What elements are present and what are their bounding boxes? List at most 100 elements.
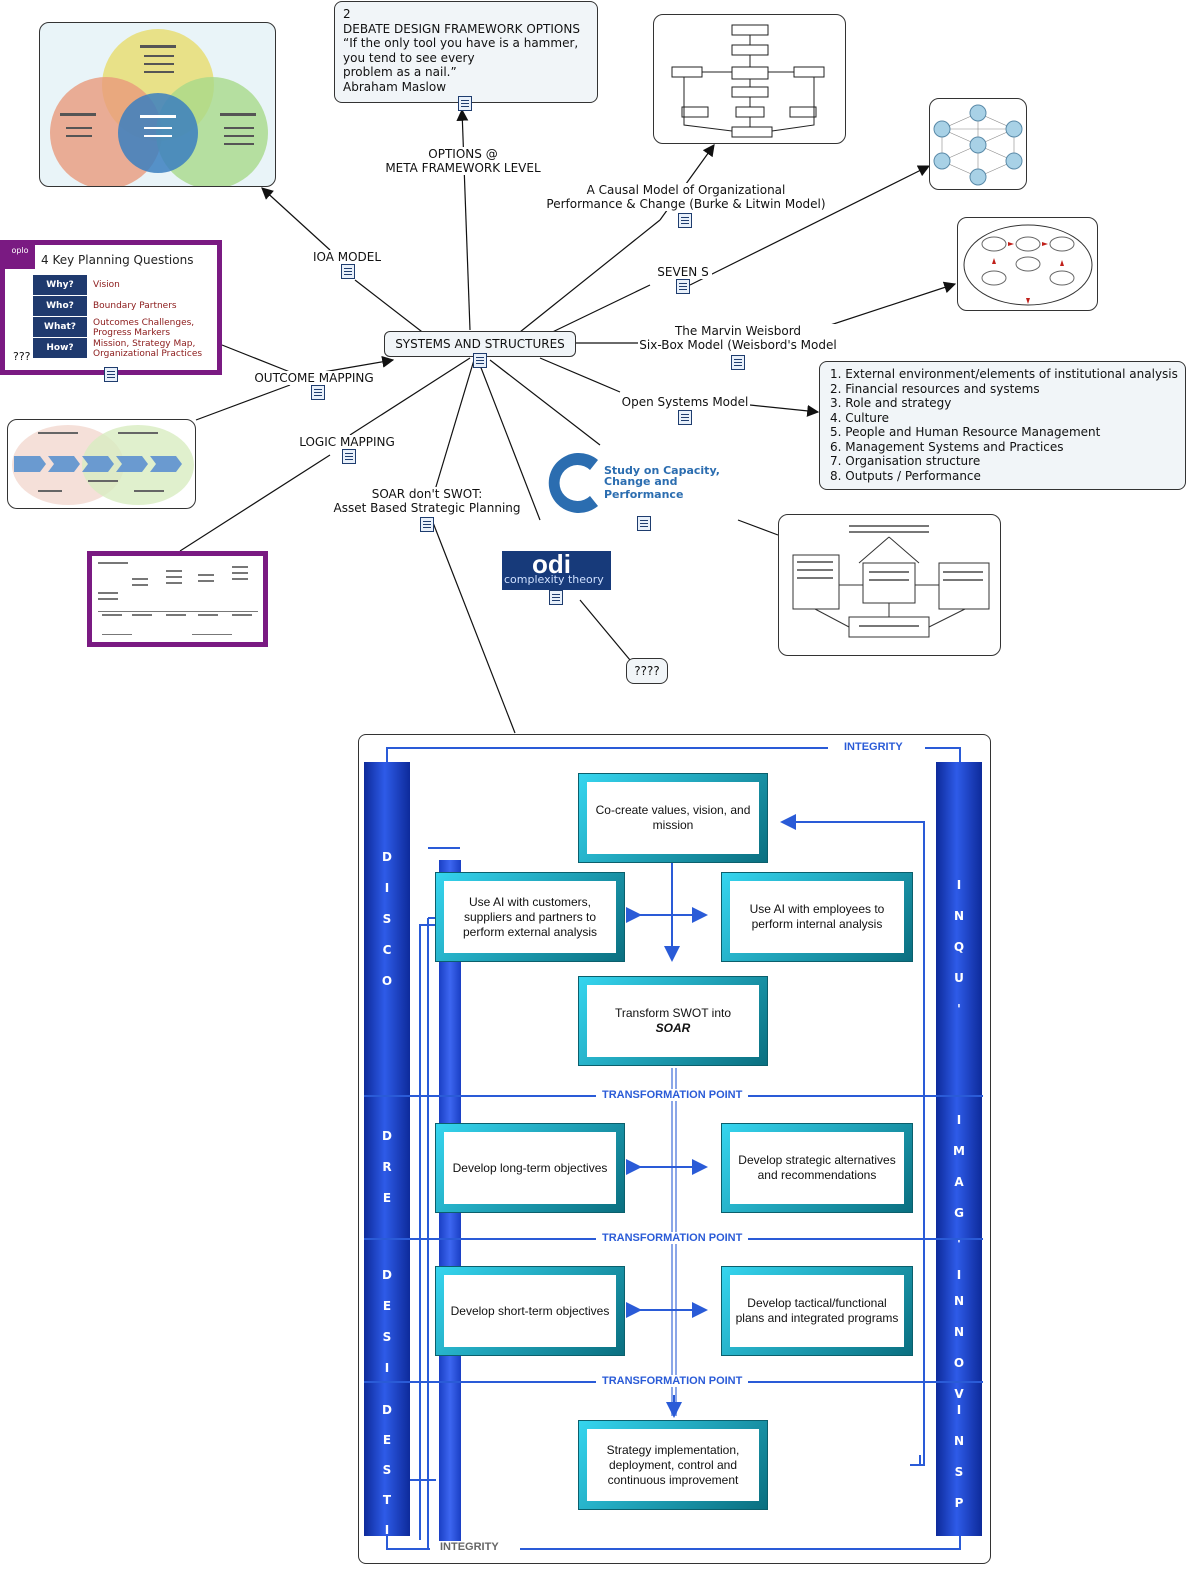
internal-analysis-box[interactable]: Use AI with employees to perform interna… xyxy=(721,872,913,962)
odi-name: odi xyxy=(532,549,571,579)
oplo-tag: oplo xyxy=(5,245,35,269)
list-item: 3. Role and strategy xyxy=(830,396,952,410)
integrity-bottom-label: INTEGRITY xyxy=(434,1541,505,1553)
weisbord-line-2: Six-Box Model (Weisbord's Model xyxy=(639,338,837,352)
document-icon[interactable] xyxy=(342,449,356,464)
soar-line-1: SOAR don't SWOT: xyxy=(371,487,483,501)
box-text: Develop strategic alternatives and recom… xyxy=(730,1132,904,1204)
document-icon[interactable] xyxy=(341,264,355,279)
list-item: 6. Management Systems and Practices xyxy=(830,439,1064,454)
transformation-point-label: TRANSFORMATION POINT xyxy=(596,1375,749,1387)
planning-title: 4 Key Planning Questions xyxy=(41,253,194,267)
integrity-top-label: INTEGRITY xyxy=(838,741,909,753)
seven-s-model-image[interactable] xyxy=(929,98,1027,190)
logic-mapping-label[interactable]: LOGIC MAPPING xyxy=(296,435,398,449)
planning-key: What? xyxy=(33,317,87,337)
long-term-objectives-box[interactable]: Develop long-term objectives xyxy=(435,1123,625,1213)
debate-framework-quote-node[interactable]: 2 DEBATE DESIGN FRAMEWORK OPTIONS “If th… xyxy=(334,1,598,103)
co-create-values-box[interactable]: Co-create values, vision, and mission xyxy=(578,773,768,863)
external-analysis-box[interactable]: Use AI with customers, suppliers and par… xyxy=(435,872,625,962)
document-icon[interactable] xyxy=(458,96,472,111)
strategy-implementation-box[interactable]: Strategy implementation, deployment, con… xyxy=(578,1420,768,1510)
weisbord-line-1: The Marvin Weisbord xyxy=(674,324,802,338)
strategic-alternatives-box[interactable]: Develop strategic alternatives and recom… xyxy=(721,1123,913,1213)
box-text: Use AI with customers, suppliers and par… xyxy=(444,881,616,953)
outcome-mapping-label[interactable]: OUTCOME MAPPING xyxy=(252,371,376,385)
logic-mapping-image[interactable] xyxy=(87,551,268,647)
capacity-change-diagram-image[interactable] xyxy=(778,514,1001,656)
ioa-model-label[interactable]: IOA MODEL xyxy=(310,250,384,264)
quote-line-1: “If the only tool you have is a hammer, xyxy=(343,36,579,50)
transformation-point-label: TRANSFORMATION POINT xyxy=(596,1232,749,1244)
list-item: 4. Culture xyxy=(830,410,889,425)
burke-litwin-model-image[interactable] xyxy=(653,14,846,144)
cycle-diagram-icon xyxy=(792,525,990,638)
causal-line-1: A Causal Model of Organizational xyxy=(586,183,786,197)
ecdpm-line-1: Study on Capacity, xyxy=(604,464,720,477)
tactical-plans-box[interactable]: Develop tactical/functional plans and in… xyxy=(721,1266,913,1356)
document-icon[interactable] xyxy=(473,353,487,368)
process-chevron-icon xyxy=(12,425,194,505)
document-icon[interactable] xyxy=(637,516,651,531)
quote-line-3: problem as a nail.” xyxy=(343,65,457,79)
seven-s-label[interactable]: SEVEN S xyxy=(654,265,712,279)
unknown-question-node[interactable]: ???? xyxy=(626,658,668,684)
logic-table-icon xyxy=(98,562,258,635)
causal-model-label[interactable]: A Causal Model of Organizational Perform… xyxy=(546,183,826,211)
planning-value: Vision xyxy=(93,280,120,290)
weisbord-label[interactable]: The Marvin Weisbord Six-Box Model (Weisb… xyxy=(638,324,838,352)
inquiry-pillar xyxy=(936,762,982,1536)
weisbord-model-image[interactable] xyxy=(957,217,1098,311)
document-icon[interactable] xyxy=(731,355,745,370)
quote-line-2: you tend to see every xyxy=(343,50,475,65)
document-icon[interactable] xyxy=(420,517,434,532)
outcome-mapping-image[interactable] xyxy=(7,419,196,509)
box-text: Strategy implementation, deployment, con… xyxy=(587,1429,759,1501)
short-term-objectives-box[interactable]: Develop short-term objectives xyxy=(435,1266,625,1356)
options-line-2: META FRAMEWORK LEVEL xyxy=(385,161,541,175)
swot-text: Transform SWOT into xyxy=(614,1006,732,1020)
box-text: Use AI with employees to perform interna… xyxy=(730,881,904,953)
box-text: Develop long-term objectives xyxy=(444,1132,616,1204)
venn-diagram-icon xyxy=(50,29,268,186)
ioa-model-image[interactable] xyxy=(39,22,276,187)
soar-label[interactable]: SOAR don't SWOT: Asset Based Strategic P… xyxy=(332,487,522,515)
planning-key: Why? xyxy=(33,275,87,295)
document-icon[interactable] xyxy=(311,385,325,400)
box-text: Co-create values, vision, and mission xyxy=(587,782,759,854)
odi-logo[interactable]: odi complexity theory xyxy=(502,549,611,590)
document-icon[interactable] xyxy=(549,590,563,605)
planning-value: Boundary Partners xyxy=(93,301,177,311)
list-item: 5. People and Human Resource Management xyxy=(830,425,1101,439)
odi-subtitle: complexity theory xyxy=(504,573,604,586)
document-icon[interactable] xyxy=(678,410,692,425)
planning-value: Mission, Strategy Map, Organizational Pr… xyxy=(93,339,203,359)
quote-title: DEBATE DESIGN FRAMEWORK OPTIONS xyxy=(343,21,580,36)
document-icon[interactable] xyxy=(104,367,118,382)
planning-key: How? xyxy=(33,338,87,358)
open-systems-list-node[interactable]: 1. External environment/elements of inst… xyxy=(819,361,1186,490)
ecdpm-c-logo-icon xyxy=(548,453,598,513)
six-box-icon xyxy=(963,224,1093,306)
quote-number: 2 xyxy=(343,7,351,21)
box-text: Develop short-term objectives xyxy=(444,1275,616,1347)
document-icon[interactable] xyxy=(678,213,692,228)
network-icon xyxy=(933,104,1023,186)
ecdpm-logo[interactable]: Study on Capacity, Change and Performanc… xyxy=(540,450,750,515)
options-label[interactable]: OPTIONS @ META FRAMEWORK LEVEL xyxy=(384,147,542,175)
document-icon[interactable] xyxy=(676,279,690,294)
open-systems-label[interactable]: Open Systems Model xyxy=(620,395,750,409)
soar-line-2: Asset Based Strategic Planning xyxy=(333,501,521,515)
list-item: 1. External environment/elements of inst… xyxy=(830,367,1178,381)
planning-questions-image[interactable]: oplo 4 Key Planning Questions Why? Vision… xyxy=(0,240,222,375)
